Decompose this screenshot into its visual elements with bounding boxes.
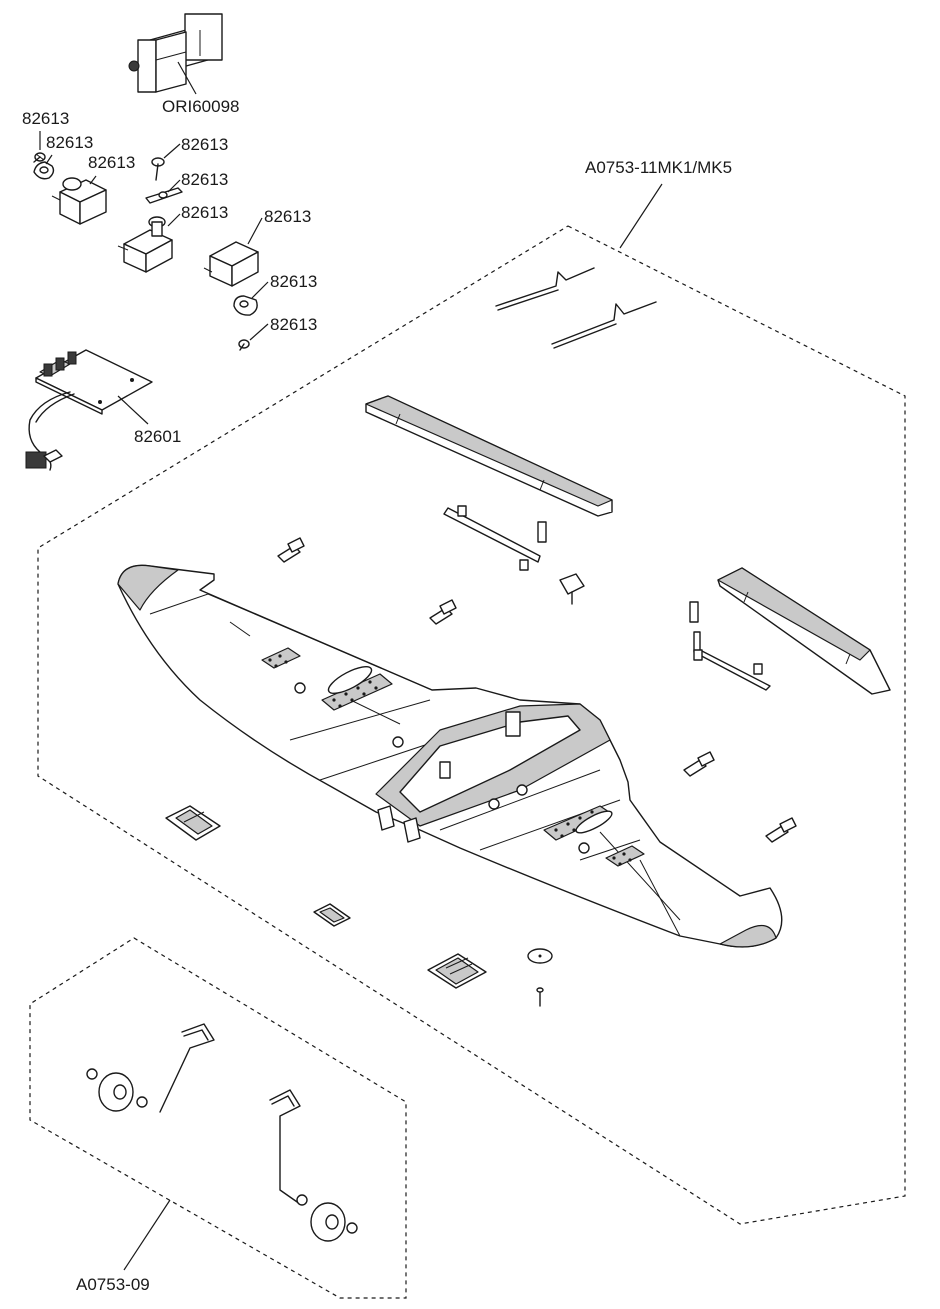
label-screw-1: 82613 bbox=[22, 109, 69, 128]
servo-part-2 bbox=[117, 216, 173, 273]
servo-arm-part-1 bbox=[33, 161, 55, 180]
stabilizer-left-part bbox=[365, 395, 613, 517]
label-receiver-bracket: ORI60098 bbox=[162, 97, 240, 116]
label-landing-gear-kit: A0753-09 bbox=[76, 1275, 150, 1294]
washer-and-pin-part bbox=[527, 948, 553, 1007]
hatch-cover-parts bbox=[165, 805, 487, 989]
receiver-bracket-part bbox=[128, 13, 223, 93]
screw-part-3 bbox=[238, 339, 250, 351]
landing-gear-right-part bbox=[269, 1089, 358, 1242]
label-control-board: 82601 bbox=[134, 427, 181, 446]
elevator-joiner-parts bbox=[443, 505, 771, 691]
landing-gear-left-part bbox=[86, 1023, 215, 1113]
servo-part-1 bbox=[51, 177, 107, 225]
screw-part-1 bbox=[33, 152, 46, 163]
label-wing-kit: A0753-11MK1/MK5 bbox=[585, 158, 732, 177]
label-screw-2: 82613 bbox=[181, 135, 228, 154]
hinge-parts bbox=[277, 537, 797, 843]
label-servo-3: 82613 bbox=[264, 207, 311, 226]
label-servo-arm-3: 82613 bbox=[270, 272, 317, 291]
servo-arm-part-2 bbox=[145, 187, 183, 204]
control-board-part bbox=[25, 349, 153, 471]
tail-skid-part bbox=[559, 573, 585, 605]
servo-arm-part-3 bbox=[233, 295, 258, 316]
stabilizer-right-part bbox=[717, 567, 891, 695]
label-servo-2: 82613 bbox=[181, 203, 228, 222]
label-servo-1: 82613 bbox=[88, 153, 135, 172]
landing-gear-kit-outline bbox=[29, 937, 407, 1299]
screw-part-2 bbox=[151, 157, 165, 181]
servo-part-3 bbox=[203, 241, 259, 287]
wing-kit-outline bbox=[37, 225, 906, 1225]
main-wing-part bbox=[117, 564, 783, 948]
label-screw-3: 82613 bbox=[270, 315, 317, 334]
label-servo-arm-2: 82613 bbox=[181, 170, 228, 189]
label-servo-arm-1: 82613 bbox=[46, 133, 93, 152]
pushrod-wire-parts bbox=[495, 267, 657, 349]
